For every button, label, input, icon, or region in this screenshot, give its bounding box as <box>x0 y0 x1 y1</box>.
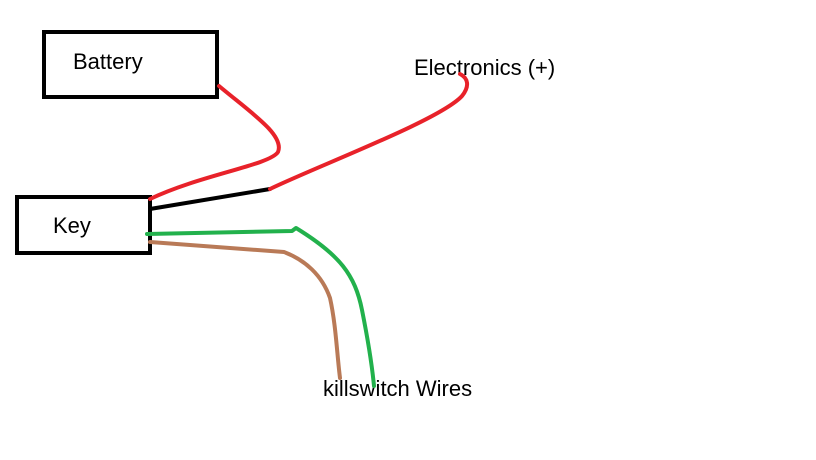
splice-to-electronics-wire <box>268 72 469 191</box>
battery-label: Battery <box>73 49 143 74</box>
killswitch-wires-label: killswitch Wires <box>323 376 473 401</box>
killswitch-green-wire <box>145 226 376 388</box>
key-label: Key <box>53 213 91 238</box>
killswitch-brown-wire <box>148 240 342 380</box>
battery-box <box>42 30 219 99</box>
electronics-label: Electronics (+) <box>414 55 556 80</box>
key-box <box>15 195 152 255</box>
battery-to-key-wire <box>148 84 281 201</box>
key-to-splice-black-wire <box>148 187 272 211</box>
